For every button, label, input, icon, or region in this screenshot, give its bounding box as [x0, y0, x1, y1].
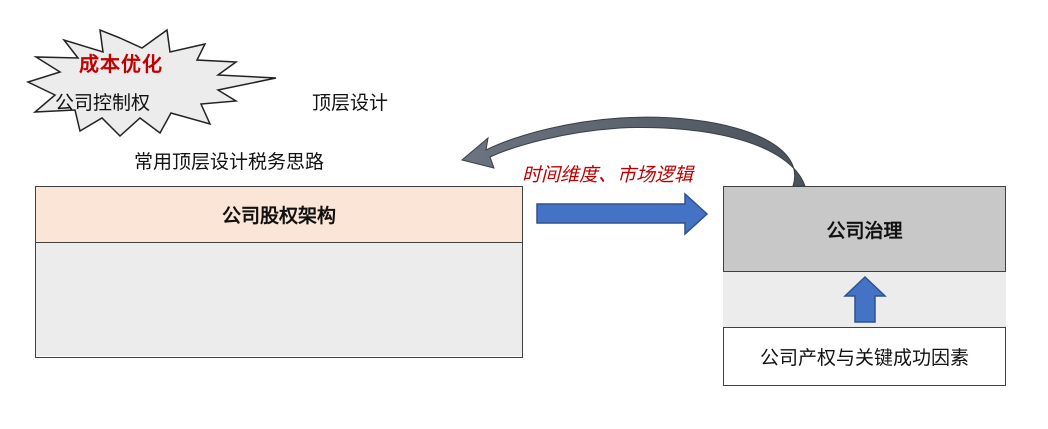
equity-structure-title: 公司股权架构: [36, 187, 522, 243]
success-factors-box: 公司产权与关键成功因素: [723, 327, 1006, 386]
governance-box: 公司治理: [723, 186, 1006, 272]
item-company-control: 公司控制权: [55, 92, 151, 114]
equity-structure-panel: 公司股权架构: [35, 186, 523, 358]
badge-label: 成本优化: [79, 52, 163, 76]
curved-feedback-arrow: [460, 116, 806, 187]
right-block-arrow: [536, 192, 709, 236]
item-top-design: 顶层设计: [312, 92, 389, 114]
equity-structure-body: [36, 243, 522, 356]
connector-label: 时间维度、市场逻辑: [522, 164, 694, 186]
item-tax-strategy: 常用顶层设计税务思路: [134, 151, 325, 173]
up-block-arrow: [843, 275, 887, 323]
